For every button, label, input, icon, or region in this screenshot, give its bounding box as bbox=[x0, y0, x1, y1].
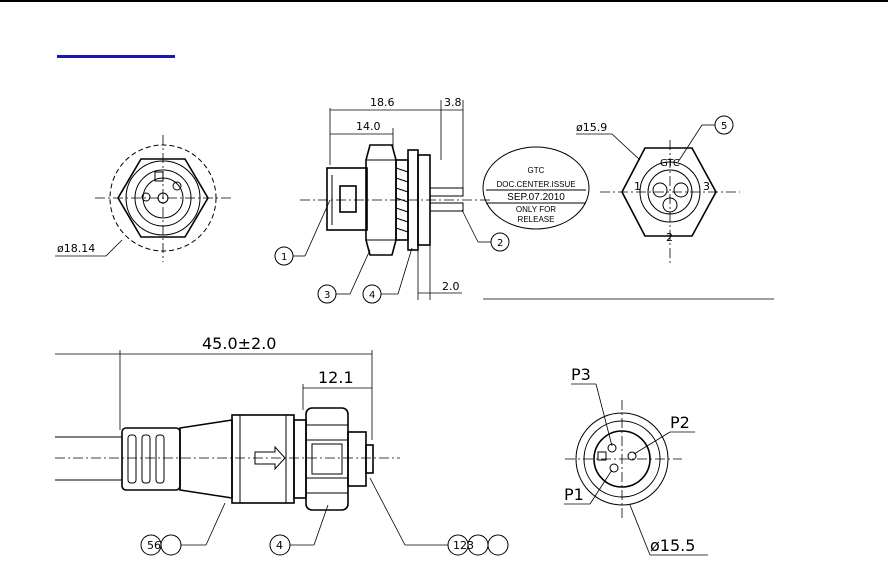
stamp-line4: ONLY FOR bbox=[516, 205, 556, 214]
plug-pin-tip bbox=[366, 445, 373, 473]
balloon-56: 56 bbox=[141, 535, 181, 555]
rear-dia-label: ø15.9 bbox=[576, 121, 607, 134]
balloon-4b-leader-b bbox=[314, 505, 328, 545]
rear-pin2-label: 2 bbox=[666, 231, 673, 244]
balloon-1-label: 1 bbox=[281, 252, 287, 263]
plug-dia-leader-b bbox=[630, 505, 650, 555]
rear-dia-leader-b bbox=[612, 134, 640, 160]
cable-plug-view: 45.0±2.0 12.1 bbox=[55, 334, 508, 555]
dim-label-45: 45.0±2.0 bbox=[202, 334, 276, 353]
plug-face-view: P3 P2 P1 ø15.5 bbox=[564, 365, 708, 555]
rear-pin1-label: 1 bbox=[634, 180, 641, 193]
side-view: 18.6 3.8 14.0 2.0 bbox=[275, 96, 509, 303]
balloon-5-leader-b bbox=[678, 125, 702, 162]
side-pin-bottom bbox=[430, 203, 463, 211]
side-rear-body bbox=[327, 168, 367, 230]
side-rear-insert bbox=[340, 186, 356, 212]
front-dia-label: ø18.14 bbox=[57, 242, 95, 255]
balloon-56-leader-b bbox=[206, 503, 225, 545]
dim-label-2-0: 2.0 bbox=[442, 280, 460, 293]
balloon-3-label: 3 bbox=[324, 290, 330, 301]
stamp-line5: RELEASE bbox=[518, 215, 555, 224]
dim-label-3-8: 3.8 bbox=[444, 96, 462, 109]
stamp-line3: SEP.07.2010 bbox=[507, 192, 565, 203]
balloon-2-leader-b bbox=[462, 210, 478, 242]
balloon-5-label: 5 bbox=[721, 121, 727, 132]
balloon-2-label: 2 bbox=[497, 238, 503, 249]
stamp-line1: GTC bbox=[528, 166, 545, 175]
rear-pin-right bbox=[674, 183, 688, 197]
front-dia-leader-arrow bbox=[106, 240, 122, 256]
boot bbox=[122, 428, 180, 490]
stamp-line2: DOC.CENTER.ISSUE bbox=[496, 180, 575, 189]
dim-label-12-1: 12.1 bbox=[318, 368, 354, 387]
balloon-4-leader-b bbox=[398, 248, 412, 294]
balloon-123-label: 123 bbox=[453, 539, 474, 552]
plug-front bbox=[348, 432, 366, 486]
plug-dia-label: ø15.5 bbox=[650, 536, 695, 555]
side-pin-top bbox=[430, 188, 463, 196]
coupling-nut-ribs bbox=[306, 425, 348, 493]
rear-mark: GTC bbox=[660, 158, 680, 169]
dim-label-14-0: 14.0 bbox=[356, 120, 381, 133]
rear-view: GTC 1 3 2 ø15.9 5 bbox=[576, 116, 740, 265]
balloon-4-label: 4 bbox=[369, 290, 375, 301]
p1-leader-b bbox=[590, 470, 612, 504]
balloon-3-leader-b bbox=[350, 250, 370, 294]
pin-label-p3: P3 bbox=[571, 365, 591, 384]
doc-center-stamp: GTC DOC.CENTER.ISSUE SEP.07.2010 ONLY FO… bbox=[483, 147, 589, 229]
pin-label-p2: P2 bbox=[670, 413, 690, 432]
rear-pin3-label: 3 bbox=[703, 180, 710, 193]
rear-pin-left bbox=[653, 183, 667, 197]
dim-label-18-6: 18.6 bbox=[370, 96, 395, 109]
balloon-123-leader-b bbox=[370, 478, 405, 545]
front-view: ø18.14 bbox=[55, 135, 232, 262]
pin-label-p1: P1 bbox=[564, 485, 584, 504]
balloon-56-label: 56 bbox=[147, 539, 161, 552]
plug-body-taper bbox=[180, 420, 232, 498]
balloon-123: 123 bbox=[448, 535, 508, 555]
coupling-ring bbox=[294, 420, 306, 498]
balloon-4b-label: 4 bbox=[276, 539, 283, 552]
boot-grip-ribs bbox=[128, 435, 164, 483]
